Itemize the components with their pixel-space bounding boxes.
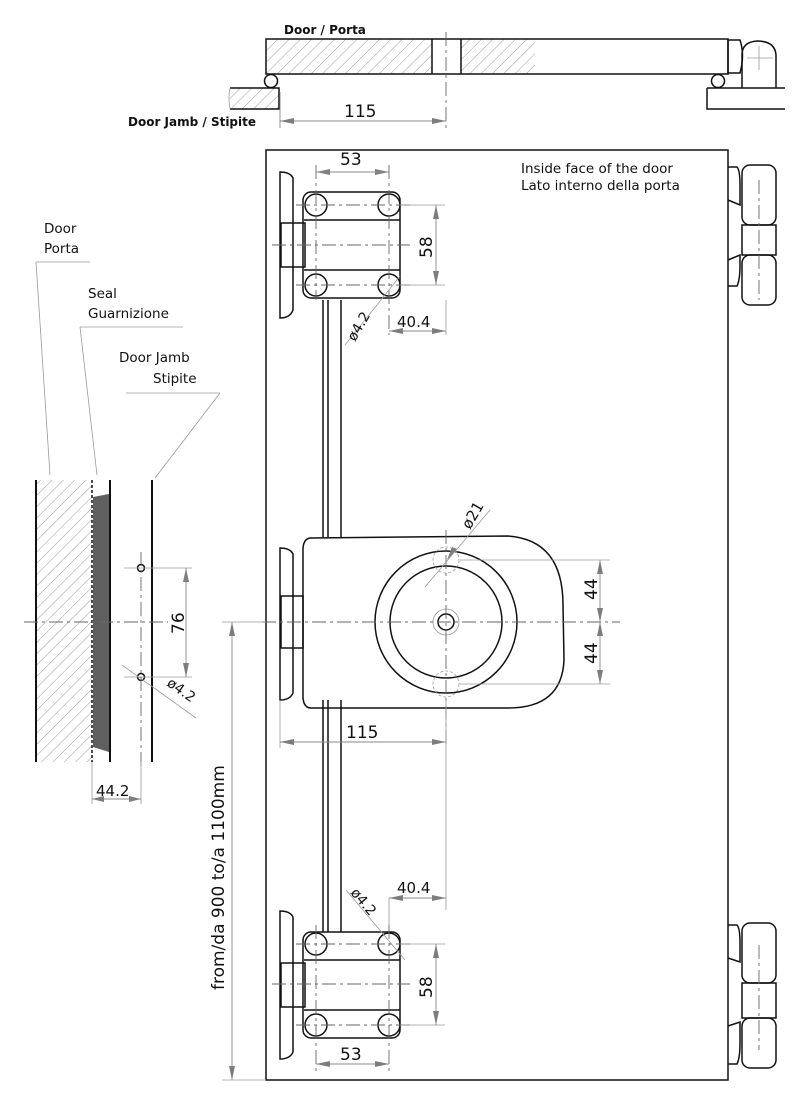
section-seal-label-it: Guarnizione bbox=[88, 306, 169, 322]
height-range-label: from/da 900 to/a 1100mm bbox=[209, 765, 229, 990]
bottom-bolt-hole-dim: ø4.2 bbox=[347, 885, 379, 919]
inside-face-label-en: Inside face of the door bbox=[521, 161, 673, 177]
section-jamb-label-en: Door Jamb bbox=[119, 350, 190, 366]
section-jamb-label-it: Stipite bbox=[153, 371, 197, 387]
inside-face-label-it: Lato interno della porta bbox=[521, 178, 680, 194]
top-hinge-body bbox=[741, 40, 777, 88]
top-view: Door / Porta Door Jamb / Stipite 115 bbox=[128, 23, 785, 129]
lock-body-assembly: ø21 44 44 115 bbox=[262, 499, 620, 748]
lock-keeper bbox=[279, 547, 294, 701]
bottom-bolt-offset-dim: 40.4 bbox=[397, 879, 430, 897]
top-keeper bbox=[279, 171, 294, 319]
bottom-bolt-assembly: 53 58 ø4.2 40.4 bbox=[272, 700, 447, 1072]
top-door-hatched-left bbox=[266, 39, 432, 74]
section-door-label-en: Door bbox=[44, 221, 77, 237]
top-bolt-height-dim: 58 bbox=[417, 236, 437, 258]
door-outline bbox=[265, 149, 729, 1081]
top-hinge-plate bbox=[727, 39, 744, 74]
section-door bbox=[36, 480, 92, 762]
section-hole-dim: ø4.2 bbox=[164, 675, 198, 706]
top-offset-dim: 115 bbox=[344, 102, 376, 122]
top-door-label: Door / Porta bbox=[284, 23, 366, 37]
lock-lower-dim: 44 bbox=[582, 642, 602, 664]
top-bolt-offset-dim: 40.4 bbox=[397, 313, 430, 331]
lock-hole-dim: ø21 bbox=[458, 499, 488, 532]
top-seal-left bbox=[263, 73, 279, 89]
section-hole-spacing-dim: 76 bbox=[169, 612, 189, 634]
top-bolt-assembly: 53 58 ø4.2 40.4 bbox=[272, 150, 447, 346]
connecting-rods bbox=[322, 300, 342, 932]
top-jamb-left-hatch bbox=[230, 88, 279, 109]
top-jamb-label: Door Jamb / Stipite bbox=[128, 115, 256, 129]
top-seal-right bbox=[710, 73, 726, 89]
top-jamb-left bbox=[230, 87, 280, 110]
section-door-label-it: Porta bbox=[44, 241, 79, 257]
bottom-bolt-body bbox=[302, 931, 401, 1039]
lock-upper-dim: 44 bbox=[582, 578, 602, 600]
bottom-bolt-height-dim: 58 bbox=[417, 976, 437, 998]
hinge-top bbox=[727, 164, 777, 306]
bottom-bolt-width-dim: 53 bbox=[340, 1045, 362, 1065]
top-door-hatched-right bbox=[461, 39, 535, 74]
section-thickness-dim: 44.2 bbox=[96, 782, 129, 800]
front-view: Inside face of the door Lato interno del… bbox=[209, 149, 777, 1081]
bottom-keeper bbox=[279, 910, 294, 1060]
section-seal bbox=[93, 494, 109, 752]
top-bolt-width-dim: 53 bbox=[340, 150, 362, 170]
top-jamb-right bbox=[706, 87, 785, 110]
hinge-bottom bbox=[727, 922, 777, 1069]
section-view: Door Porta Seal Guarnizione Door Jamb St… bbox=[24, 221, 221, 804]
lock-offset-dim: 115 bbox=[346, 723, 378, 743]
section-seal-label-en: Seal bbox=[88, 286, 117, 302]
